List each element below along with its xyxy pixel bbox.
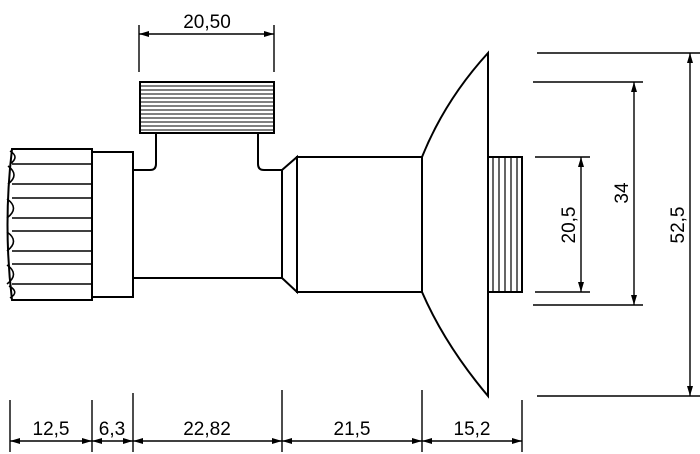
dimension-label: 12,5 — [33, 419, 70, 440]
dimension-label: 52,5 — [668, 207, 689, 244]
dimension-right-outer: 52,5 — [537, 52, 700, 397]
dimension-bottom-chain: 12,5 6,3 22,82 21,5 15,2 — [9, 390, 523, 452]
flange — [421, 50, 489, 399]
outlet-thread — [487, 156, 523, 293]
tee-body — [133, 133, 283, 279]
dimension-right-inner: 20,5 — [535, 156, 590, 293]
nut — [91, 151, 134, 298]
cylinder — [296, 156, 423, 293]
dimension-label: 20,50 — [183, 12, 231, 33]
dimension-label: 20,5 — [559, 207, 580, 244]
dimension-right-middle: 34 — [533, 81, 643, 306]
dimension-label: 34 — [612, 182, 633, 204]
top-thread — [139, 81, 275, 134]
dimension-top-width: 20,50 — [138, 12, 275, 72]
dimension-label: 21,5 — [334, 419, 371, 440]
cone — [281, 154, 298, 295]
dimension-label: 22,82 — [183, 419, 231, 440]
dimension-label: 15,2 — [454, 419, 491, 440]
knob — [6, 148, 93, 301]
dimension-label: 6,3 — [99, 419, 125, 440]
